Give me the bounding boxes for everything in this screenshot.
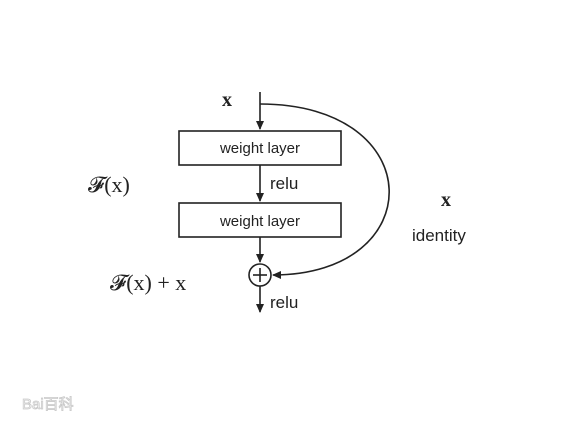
weight-layer-2-label: weight layer — [219, 213, 300, 230]
identity-shortcut-arrow — [259, 103, 390, 279]
relu-label-1: relu — [270, 174, 298, 193]
weight-layer-1: weight layer — [178, 130, 342, 166]
residual-function-label: 𝓕(x) — [88, 172, 130, 197]
weight-layer-2-box — [178, 202, 342, 238]
weight-layer-1-label: weight layer — [219, 140, 300, 157]
output-sum-label: 𝓕(x) + x — [110, 270, 186, 295]
relu-label-2: relu — [270, 293, 298, 312]
weight-layer-2: weight layer — [178, 202, 342, 238]
baidu-watermark: Bai百科 — [22, 396, 74, 413]
identity-label: identity — [412, 226, 466, 245]
identity-x-label: x — [441, 189, 451, 211]
input-x-label: x — [222, 89, 232, 111]
sum-node — [248, 263, 272, 287]
